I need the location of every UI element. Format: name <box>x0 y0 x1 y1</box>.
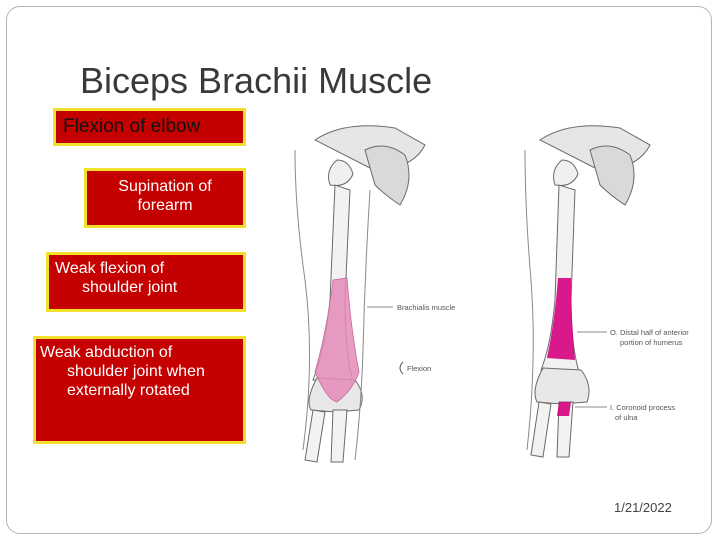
action-box-shoulder-abduction: Weak abduction of shoulder joint when ex… <box>33 336 246 444</box>
left-arm-illustration <box>294 125 426 463</box>
brachialis-anatomy-figure: Brachialis muscle Flexion O. Distal half… <box>294 125 689 463</box>
origin-attachment-area <box>547 278 575 360</box>
action-text: Flexion of elbow <box>63 116 201 137</box>
insertion-attachment-area <box>557 402 571 416</box>
action-box-shoulder-flexion: Weak flexion of shoulder joint <box>46 252 246 312</box>
slide-date: 1/21/2022 <box>614 500 672 515</box>
slide-title: Biceps Brachii Muscle <box>80 60 433 101</box>
action-text: Weak abduction of <box>40 344 173 361</box>
action-box-supination: Supination of forearm <box>84 168 246 228</box>
brachialis-label: Brachialis muscle <box>397 303 455 312</box>
brachialis-muscle-shape <box>314 277 360 403</box>
insertion-label-line2: of ulna <box>615 413 638 422</box>
origin-label-line1: O. Distal half of anterior <box>610 328 689 337</box>
flexion-arrow-icon <box>399 361 404 375</box>
origin-label-line2: portion of humerus <box>620 338 683 347</box>
action-text: Weak flexion of <box>55 260 165 277</box>
action-text: shoulder joint <box>82 279 178 296</box>
insertion-label-line1: I. Coronoid process <box>610 403 675 412</box>
flexion-label: Flexion <box>407 364 431 373</box>
action-text: shoulder joint when <box>67 363 205 380</box>
action-text: Supination of <box>118 178 212 195</box>
action-box-elbow-flexion: Flexion of elbow <box>53 108 246 146</box>
action-text: forearm <box>137 197 193 214</box>
action-text: externally rotated <box>67 382 190 399</box>
